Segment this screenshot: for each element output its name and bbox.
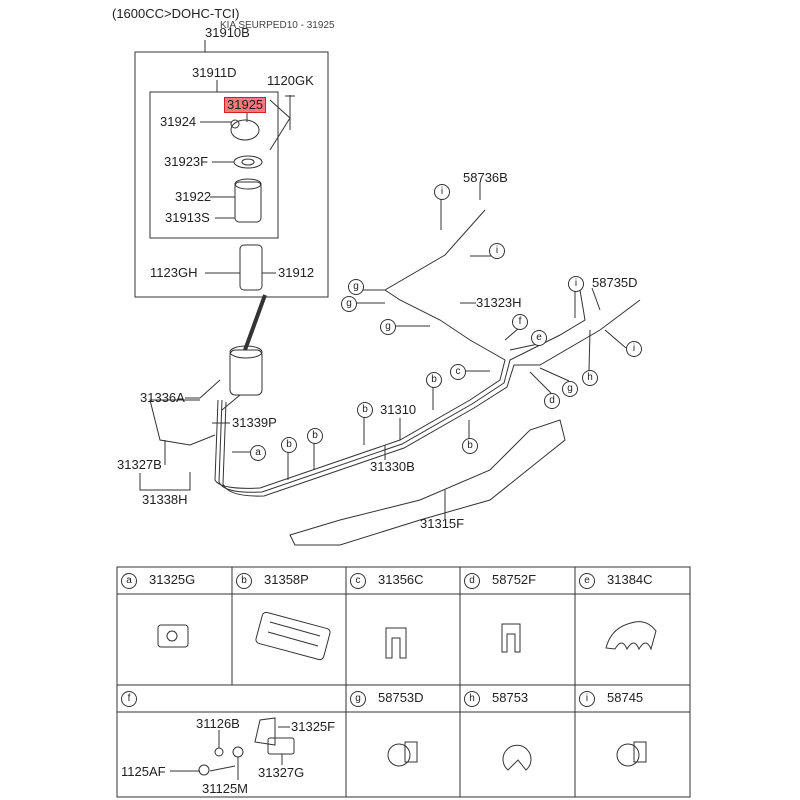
part-number: 58753D [378,690,424,705]
part-31925-highlighted[interactable]: 31925 [224,97,267,113]
part-number: 31356C [378,572,424,587]
callout-e: e [579,572,595,589]
part-31910B[interactable]: 31910B [205,25,250,40]
callout-d[interactable]: d [544,393,560,409]
part-31913S[interactable]: 31913S [165,210,210,225]
frame-rail [289,419,566,546]
part-31310[interactable]: 31310 [380,402,417,417]
part-31923F[interactable]: 31923F [164,154,209,169]
part-1125AF[interactable]: 1125AF [121,764,166,779]
sub-assy-box [149,80,279,239]
callout-i[interactable]: i [626,341,642,357]
part-31336A[interactable]: 31336A [140,390,185,405]
engine-spec: (1600CC>DOHC-TCI) [112,6,240,21]
table-cell-b[interactable]: b 31358P [236,572,309,589]
callout-a: a [121,572,137,589]
callout-b[interactable]: b [281,437,297,453]
callout-f[interactable]: f [512,314,528,330]
callout-g[interactable]: g [380,319,396,335]
callout-c: c [350,572,366,589]
part-31323H[interactable]: 31323H [476,295,522,310]
callout-g[interactable]: g [562,381,578,397]
part-1120GK[interactable]: 1120GK [267,73,314,88]
pump-illustration [229,345,263,396]
callout-b: b [236,572,252,589]
part-1123GH[interactable]: 1123GH [150,265,198,280]
callout-i: i [579,690,595,707]
table-cell-f[interactable]: f [121,690,149,707]
part-31339P[interactable]: 31339P [232,415,277,430]
part-31325F[interactable]: 31325F [291,719,336,734]
callout-d: d [464,572,480,589]
part-number: 31384C [607,572,653,587]
part-31315F[interactable]: 31315F [420,516,465,531]
table-cell-i[interactable]: i 58745 [579,690,643,707]
part-31327B[interactable]: 31327B [117,457,162,472]
callout-g[interactable]: g [341,296,357,312]
part-31327G[interactable]: 31327G [258,765,305,780]
table-part-illustrations [157,611,657,780]
part-31924[interactable]: 31924 [160,114,197,129]
part-31125M[interactable]: 31125M [202,781,249,796]
callout-b[interactable]: b [426,372,442,388]
callout-b[interactable]: b [307,428,323,444]
fuel-lines [149,209,641,497]
callout-g: g [350,690,366,707]
callout-a[interactable]: a [250,445,266,461]
table-cell-e[interactable]: e 31384C [579,572,653,589]
callout-f: f [121,690,137,707]
table-cell-a[interactable]: a 31325G [121,572,195,589]
part-31922[interactable]: 31922 [175,189,212,204]
watermark: KIA SEURPED10 - 31925 [220,20,335,31]
callout-c[interactable]: c [450,364,466,380]
pointer-arrow [243,294,267,351]
table-cell-c[interactable]: c 31356C [350,572,424,589]
callout-g[interactable]: g [348,279,364,295]
callout-e[interactable]: e [531,330,547,346]
assy-box [134,40,329,298]
callout-b[interactable]: b [357,402,373,418]
callout-i[interactable]: i [489,243,505,259]
part-number: 31358P [264,572,309,587]
table-cell-h[interactable]: h 58753 [464,690,528,707]
callout-b[interactable]: b [462,438,478,454]
part-31912[interactable]: 31912 [278,265,315,280]
part-31338H[interactable]: 31338H [142,492,188,507]
part-31330B[interactable]: 31330B [370,459,415,474]
part-number: 58745 [607,690,644,705]
parts-table-grid [116,566,691,798]
part-31911D[interactable]: 31911D [192,65,237,80]
table-cell-g[interactable]: g 58753D [350,690,424,707]
callout-i[interactable]: i [568,276,584,292]
callout-h: h [464,690,480,707]
callout-h[interactable]: h [582,370,598,386]
part-number: 58752F [492,572,537,587]
part-58735D[interactable]: 58735D [592,275,638,290]
part-58736B[interactable]: 58736B [463,170,508,185]
part-number: 58753 [492,690,529,705]
part-31126B[interactable]: 31126B [196,716,240,731]
leader-lines [139,182,627,520]
fuel-filter-illustration [200,95,295,291]
table-cell-d[interactable]: d 58752F [464,572,536,589]
part-number: 31325G [149,572,196,587]
callout-i[interactable]: i [434,184,450,200]
